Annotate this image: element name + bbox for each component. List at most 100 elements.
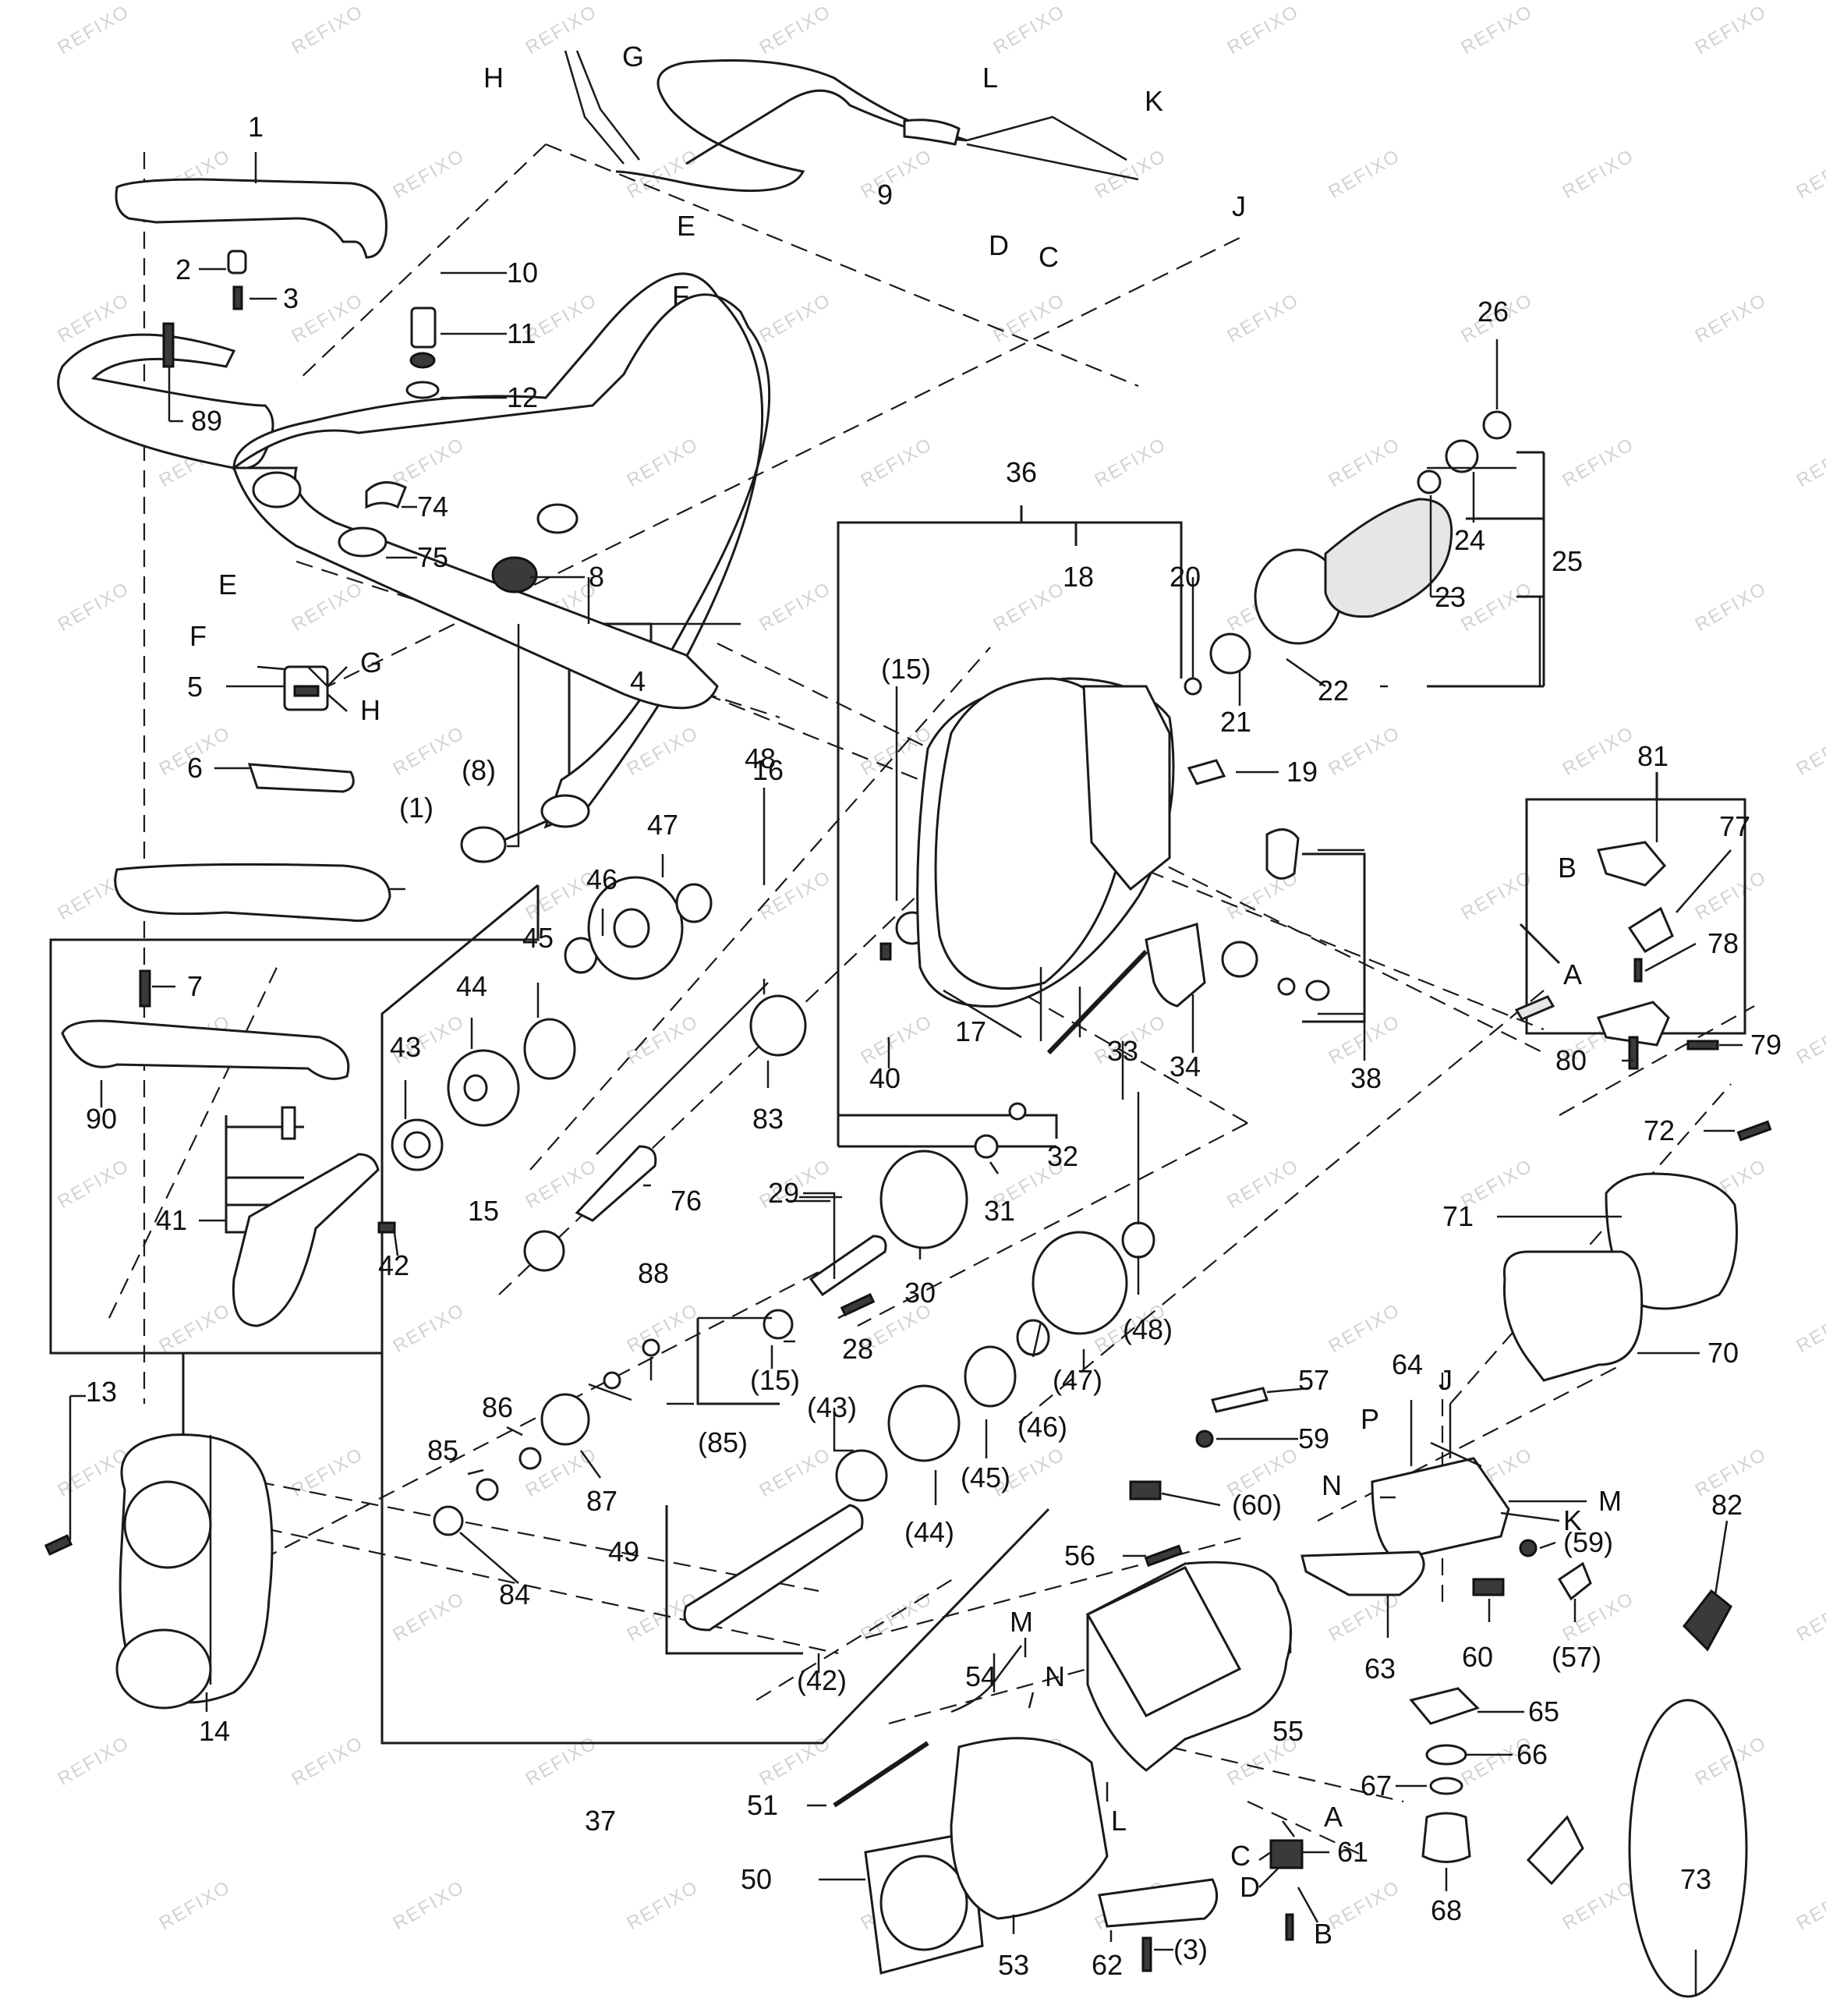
label-B-brush: B	[1558, 852, 1577, 884]
mains-plug	[1526, 1815, 1584, 1886]
label-5: 5	[187, 671, 203, 703]
bolt-part-84	[433, 1505, 464, 1536]
watermark-text: REFIXO	[390, 1299, 469, 1357]
label-89: 89	[191, 405, 222, 437]
gear-part-47-hub	[613, 908, 650, 948]
watermark-text: REFIXO	[1793, 434, 1826, 491]
label-19: 19	[1286, 756, 1318, 788]
label-43b: (43)	[807, 1391, 857, 1423]
label-C-top: C	[1039, 241, 1059, 273]
label-42b: (42)	[797, 1664, 847, 1696]
label-46b: (46)	[1017, 1411, 1067, 1443]
label-75: 75	[417, 541, 448, 573]
bolt-part-10	[410, 306, 437, 349]
label-6: 6	[187, 752, 203, 784]
watermark-text: REFIXO	[756, 1, 835, 58]
screw-part-79	[1686, 1040, 1719, 1051]
washer-part-11	[409, 352, 436, 369]
label-G-top: G	[622, 41, 644, 73]
label-90: 90	[86, 1103, 117, 1135]
label-40: 40	[869, 1062, 901, 1094]
label-63: 63	[1364, 1653, 1396, 1685]
label-K-top: K	[1145, 85, 1163, 117]
watermark-text: REFIXO	[756, 866, 835, 924]
label-32: 32	[1047, 1140, 1078, 1172]
washer-part-38	[1221, 941, 1258, 978]
watermark-text: REFIXO	[156, 1876, 235, 1934]
watermark-text: REFIXO	[1793, 145, 1826, 203]
watermark-text: REFIXO	[1325, 434, 1404, 491]
ring-part-43b	[835, 1449, 888, 1502]
label-N-wire: N	[1045, 1660, 1065, 1692]
label-A-switch61: A	[1324, 1801, 1343, 1833]
label-17: 17	[955, 1015, 986, 1047]
label-15c: (15)	[750, 1364, 800, 1396]
holder-part-81-lower	[1596, 1001, 1670, 1047]
label-44b: (44)	[904, 1516, 954, 1548]
bearing-part-15c	[763, 1309, 794, 1340]
label-M-plate: M	[1598, 1485, 1622, 1517]
watermark-text: REFIXO	[756, 289, 835, 347]
bearing-part-21	[1209, 632, 1251, 675]
label-82: 82	[1711, 1489, 1743, 1521]
label-38: 38	[1350, 1062, 1382, 1094]
label-F-switch: F	[189, 620, 207, 652]
cable-sheath	[903, 119, 961, 146]
watermark-text: REFIXO	[990, 289, 1069, 347]
ring-part-89	[162, 322, 175, 368]
washer-part-66	[1425, 1744, 1467, 1766]
grip-part-90	[61, 1019, 350, 1080]
tube-opening-top	[536, 503, 579, 534]
watermark-text: REFIXO	[624, 1876, 702, 1934]
label-G-switch: G	[360, 647, 382, 678]
watermark-text: REFIXO	[288, 578, 367, 636]
shaft-part-29	[809, 1235, 887, 1297]
label-41: 41	[156, 1204, 187, 1236]
nut-part-19	[1187, 759, 1226, 785]
label-42: 42	[378, 1249, 409, 1281]
label-H-switch: H	[360, 694, 380, 726]
key-part-28	[840, 1293, 876, 1316]
label-61: 61	[1337, 1836, 1368, 1868]
label-79: 79	[1750, 1029, 1782, 1061]
gear-part-47b	[1032, 1231, 1128, 1335]
label-81: 81	[1637, 740, 1669, 772]
bracket-part-34	[1145, 923, 1206, 1008]
watermark-text: REFIXO	[1092, 434, 1170, 491]
watermark-text: REFIXO	[1325, 1588, 1404, 1646]
label-C-switch61: C	[1230, 1840, 1251, 1872]
watermark-text: REFIXO	[1692, 289, 1771, 347]
watermark-text: REFIXO	[1793, 1588, 1826, 1646]
clip-part-74	[365, 481, 407, 509]
label-84: 84	[499, 1578, 530, 1610]
clip-part-60	[1129, 1480, 1162, 1500]
watermark-text: REFIXO	[1692, 1, 1771, 58]
watermark-text: REFIXO	[1692, 1732, 1771, 1790]
screw-part-51	[833, 1741, 929, 1808]
label-D-switch61: D	[1240, 1871, 1260, 1903]
wire-lead-J	[966, 143, 1139, 181]
screw-part-59	[1195, 1430, 1214, 1448]
label-9: 9	[877, 179, 893, 211]
label-50: 50	[741, 1863, 772, 1895]
label-N-plate: N	[1322, 1469, 1342, 1501]
ring-part-85b	[603, 1371, 621, 1390]
label-20: 20	[1170, 561, 1201, 593]
washer-part-67	[1429, 1777, 1463, 1795]
label-54: 54	[965, 1660, 996, 1692]
knob-part-68	[1421, 1812, 1471, 1863]
ring-part-88	[642, 1338, 660, 1357]
gasket-part-17	[934, 677, 1132, 990]
label-59: 59	[1298, 1423, 1329, 1454]
handle-cover-top	[115, 178, 387, 259]
ring-part-43-inner	[403, 1131, 431, 1159]
watermark-text: REFIXO	[156, 1299, 235, 1357]
watermark-text: REFIXO	[756, 1444, 835, 1501]
watermark-text: REFIXO	[1325, 145, 1404, 203]
gear-part-87	[540, 1393, 590, 1446]
label-47b: (47)	[1053, 1364, 1102, 1396]
watermark-text: REFIXO	[756, 578, 835, 636]
watermark-text: REFIXO	[1559, 1876, 1638, 1934]
label-21: 21	[1220, 706, 1251, 738]
